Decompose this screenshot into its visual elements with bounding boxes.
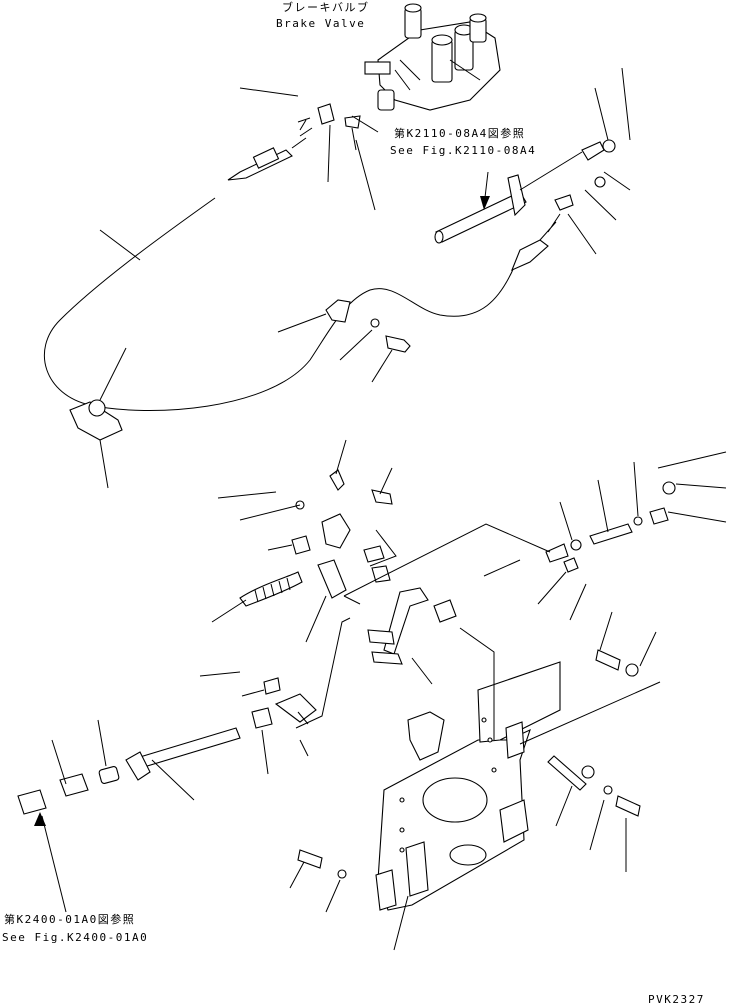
reference-label-2-jp: 第K2400-01A0図参照 [4,913,136,926]
leader-lines [34,67,727,951]
reference-label-1-en: See Fig.K2110-08A4 [390,144,537,157]
reference-label-2-en: See Fig.K2400-01A0 [2,931,149,944]
pedal-bracket [375,661,561,911]
upper-cable-end [227,127,313,181]
drawing-code: PVK2327 [648,993,705,1006]
lower-cable-end [510,213,561,272]
lever-shaft-upper [434,139,616,244]
brake-valve [364,3,501,111]
reference-label-1-jp: 第K2110-08A4図参照 [394,127,526,140]
bracket-fasteners [297,649,641,879]
cable-clamp-upper [325,299,411,353]
upper-clevis-parts [297,103,361,151]
right-rod-assembly [545,481,676,573]
lower-rod [17,677,317,815]
pedal-linkage [239,469,457,665]
cable-clamp-lower [69,399,123,441]
brake-valve-label-jp: ブレーキバルブ [282,1,370,14]
brake-valve-label-en: Brake Valve [276,17,366,30]
brake-cable [43,197,516,411]
